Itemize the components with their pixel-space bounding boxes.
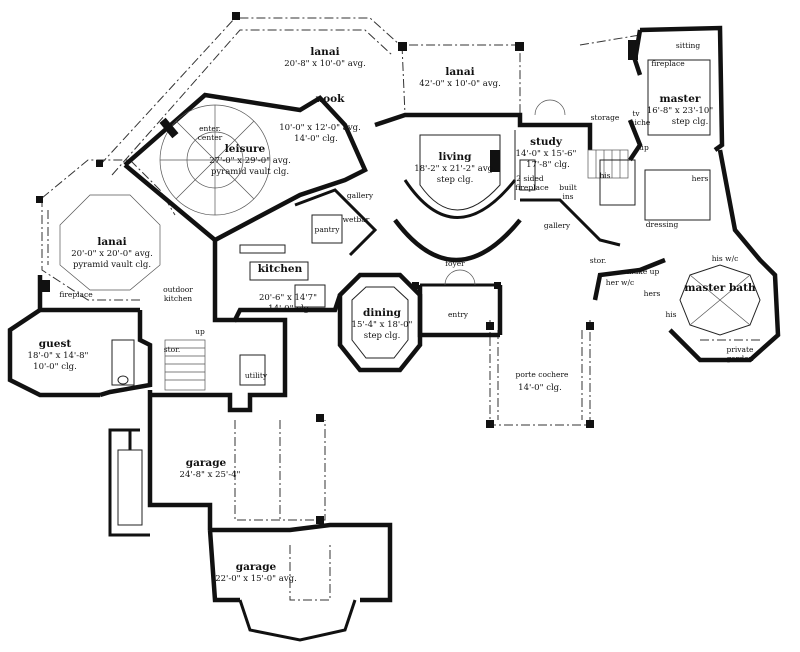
stor-stair-label: stor. [164, 345, 181, 354]
master-name: master [660, 93, 701, 105]
pantry-label: pantry [315, 225, 341, 234]
tv-niche-1: tv [632, 109, 640, 118]
enter-center-1: enter. [199, 124, 221, 133]
sitting-label: sitting [676, 41, 701, 50]
make-up-label: make up [627, 267, 660, 276]
lanai-left-dims: 20'-0" x 20'-0" avg. [71, 249, 153, 259]
kitchen-clg: 14'-0" clg. [268, 304, 312, 314]
dining-name: dining [363, 307, 402, 319]
lanai-top-dims: 20'-8" x 10'-0" avg. [284, 59, 366, 69]
built-ins-2: ins [562, 192, 573, 201]
lanai-left-clg: pyramid vault clg. [73, 260, 151, 270]
interior-details [38, 48, 761, 526]
garage-small-dims: 22'-0" x 15'-0" avg. [215, 574, 297, 584]
utility-label: utility [245, 371, 268, 380]
dining-clg: step clg. [364, 331, 401, 341]
guest-dims: 18'-0" x 14'-8" [28, 351, 89, 361]
stor-master-label: stor. [590, 256, 607, 265]
built-ins-1: built [559, 183, 576, 192]
living-clg: step clg. [437, 175, 474, 185]
garage-main-name: garage [186, 457, 227, 469]
his-bath-label: his [665, 310, 676, 319]
nook-clg: 14'-0" clg. [294, 134, 338, 144]
dressing-label: dressing [646, 220, 679, 229]
two-sided-fp-2: fireplace [515, 183, 549, 192]
foyer-label: foyer [445, 259, 465, 268]
garage-small-name: garage [236, 561, 277, 573]
tv-niche-2: niche [630, 118, 651, 127]
outdoor-kitchen-2: kitchen [164, 294, 192, 303]
entry-label: entry [448, 310, 469, 319]
lanai-mid-name: lanai [445, 66, 474, 78]
hers-closet-label: hers [692, 174, 709, 183]
wetbar-label: wetbar [343, 215, 370, 224]
gallery-left-label: gallery [347, 191, 374, 200]
gallery-right-label: gallery [544, 221, 571, 230]
kitchen-dims: 20'-6" x 14'7" [259, 293, 317, 303]
private-garden-1: private [727, 345, 755, 354]
two-sided-fp-1: 2 sided [516, 174, 544, 183]
garage-main-dims: 24'-8" x 25'-4" [180, 470, 241, 480]
living-dims: 18'-2" x 21'-2" avg. [414, 164, 496, 174]
fireplace-lanai-label: fireplace [59, 290, 93, 299]
his-wc-label: his w/c [712, 254, 739, 263]
master-bath-label: master bath [684, 282, 756, 294]
master-clg: step clg. [672, 117, 709, 127]
study-dims: 14'-0" x 15'-6" [516, 149, 577, 159]
fireplace-master-label: fireplace [651, 59, 685, 68]
living-name: living [438, 151, 472, 163]
study-clg: 17'-8" clg. [526, 160, 570, 170]
leisure-name: leisure [225, 143, 266, 155]
nook-name: nook [316, 93, 346, 105]
porte-cochere-name: porte cochere [516, 370, 570, 379]
exterior-walls [7, 25, 781, 642]
her-wc-label: her w/c [606, 278, 634, 287]
up-master-label: up [639, 143, 649, 152]
nook-dims: 10'-0" x 12'-0" avg. [279, 123, 361, 133]
dining-dims: 15'-4" x 18'-0" [352, 320, 413, 330]
lanai-left-name: lanai [97, 236, 126, 248]
porte-cochere-clg: 14'-0" clg. [518, 383, 562, 393]
leisure-clg: pyramid vault clg. [211, 167, 289, 177]
hers-bath-label: hers [644, 289, 661, 298]
master-dims: 16'-8" x 23'-10" [647, 106, 713, 116]
enter-center-2: center [198, 133, 223, 142]
outdoor-kitchen-1: outdoor [163, 285, 193, 294]
kitchen-name: kitchen [258, 263, 303, 275]
leisure-dims: 27'-0" x 29'-0" avg. [209, 156, 291, 166]
guest-name: guest [39, 338, 72, 350]
his-closet-label: his [599, 171, 610, 180]
lanai-top-name: lanai [310, 46, 339, 58]
room-labels: lanai 20'-8" x 10'-0" avg. lanai 42'-0" … [28, 41, 756, 584]
lanai-mid-dims: 42'-0" x 10'-0" avg. [419, 79, 501, 89]
storage-label: storage [591, 113, 620, 122]
up-stair-label: up [195, 327, 205, 336]
guest-clg: 10'-0" clg. [33, 362, 77, 372]
study-name: study [530, 136, 563, 148]
private-garden-2: garden [727, 354, 754, 363]
